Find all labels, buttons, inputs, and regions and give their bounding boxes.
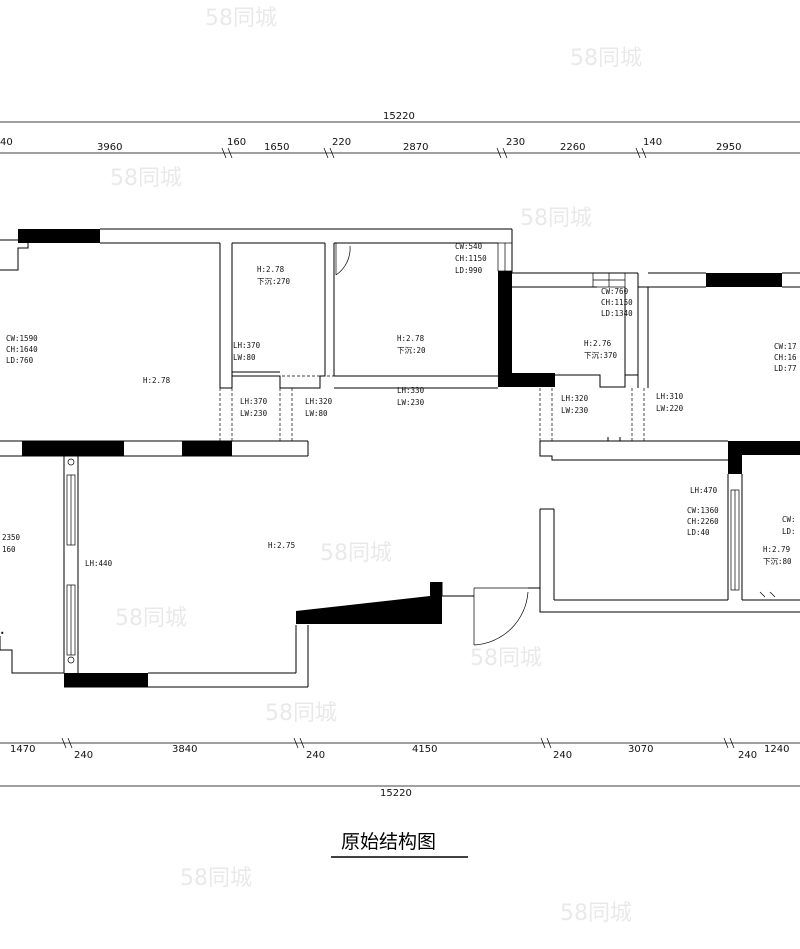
bath2-sink-label: 下沉:370 bbox=[584, 351, 618, 360]
bottom-dim-segment: 1470 bbox=[10, 744, 35, 755]
living-height-label: H:2.78 bbox=[143, 376, 171, 385]
marker-dot: • bbox=[0, 629, 5, 638]
watermark: 58同城 bbox=[520, 206, 592, 231]
top-dim-segment: 2260 bbox=[560, 142, 585, 153]
top-dim-segment: 2870 bbox=[403, 142, 428, 153]
bath1-lw-label: LW:80 bbox=[233, 353, 256, 362]
bottom-dim-segment: 240 bbox=[738, 750, 757, 761]
bedroom-cw-label: CW:17 bbox=[774, 342, 797, 351]
watermark: 58同城 bbox=[115, 606, 187, 631]
left-room-cw-label: 2350 bbox=[2, 533, 21, 542]
window-lh-label: LH:440 bbox=[85, 559, 113, 568]
top-overall-dimension: 15220 bbox=[383, 111, 415, 122]
watermark: 58同城 bbox=[570, 46, 642, 71]
top-dim-segment: 2950 bbox=[716, 142, 741, 153]
kitchen-cw-label: CW:540 bbox=[455, 242, 483, 251]
opening-lh-label: LH:320 bbox=[561, 394, 589, 403]
opening-lh-label: LH:370 bbox=[240, 397, 268, 406]
main-height-label: H:2.75 bbox=[268, 541, 295, 550]
drawing-title: 原始结构图 bbox=[341, 831, 436, 853]
living-cw-label: CW:1590 bbox=[6, 334, 38, 343]
opening-lh-label: LH:330 bbox=[397, 386, 425, 395]
watermark: 58同城 bbox=[205, 6, 277, 31]
opening-lw-label: LW:230 bbox=[397, 398, 425, 407]
top-dimensions: 15220 40 3960 160 1650 220 2870 230 2260… bbox=[0, 111, 800, 159]
top-dim-segment: 1650 bbox=[264, 142, 289, 153]
opening-lw-label: LW:220 bbox=[656, 404, 684, 413]
walls bbox=[0, 228, 800, 688]
sb-lh-label: LH:470 bbox=[690, 486, 718, 495]
watermark: 58同城 bbox=[265, 701, 337, 726]
bath1-sink-label: 下沉:270 bbox=[257, 277, 291, 286]
top-dim-segment: 140 bbox=[643, 137, 662, 148]
living-ch-label: CH:1640 bbox=[6, 345, 38, 354]
bath2-ch-label: CH:1150 bbox=[601, 298, 633, 307]
sb-ld-label: LD:40 bbox=[687, 528, 710, 537]
left-room-ch-label: 160 bbox=[2, 545, 16, 554]
bath2-ld-label: LD:1340 bbox=[601, 309, 633, 318]
sb-cw-label: CW:1360 bbox=[687, 506, 719, 515]
bedroom-ch-label: CH:16 bbox=[774, 353, 797, 362]
opening-lw-label: LW:80 bbox=[305, 409, 328, 418]
watermark: 58同城 bbox=[560, 901, 632, 926]
bath1-height-label: H:2.78 bbox=[257, 265, 285, 274]
bottom-dimensions: 1470 240 3840 240 4150 240 3070 240 1240… bbox=[0, 737, 800, 799]
watermark: 58同城 bbox=[470, 646, 542, 671]
top-dim-segment: 230 bbox=[506, 137, 525, 148]
kitchen-ch-label: CH:1150 bbox=[455, 254, 487, 263]
bottom-overall-dimension: 15220 bbox=[380, 788, 412, 799]
bottom-dim-segment: 3840 bbox=[172, 744, 197, 755]
top-dim-segment: 40 bbox=[0, 137, 13, 148]
opening-lh-label: LH:310 bbox=[656, 392, 684, 401]
watermark-layer: 58同城 58同城 58同城 58同城 58同城 58同城 58同城 58同城 … bbox=[110, 6, 642, 926]
kitchen-ld-label: LD:990 bbox=[455, 266, 483, 275]
rb-sink-label: 下沉:80 bbox=[763, 557, 792, 566]
watermark: 58同城 bbox=[110, 166, 182, 191]
top-dim-segment: 3960 bbox=[97, 142, 122, 153]
rb-cw-label: CW: bbox=[782, 515, 796, 524]
bottom-dim-segment: 240 bbox=[74, 750, 93, 761]
bath2-cw-label: CW:760 bbox=[601, 287, 629, 296]
rb-height-label: H:2.79 bbox=[763, 545, 790, 554]
watermark: 58同城 bbox=[320, 541, 392, 566]
kitchen-sink-label: 下沉:20 bbox=[397, 346, 426, 355]
bath2-height-label: H:2.76 bbox=[584, 339, 612, 348]
kitchen-height-label: H:2.78 bbox=[397, 334, 425, 343]
bottom-dim-segment: 240 bbox=[306, 750, 325, 761]
opening-lh-label: LH:320 bbox=[305, 397, 333, 406]
opening-lw-label: LW:230 bbox=[561, 406, 589, 415]
bath1-lh-label: LH:370 bbox=[233, 341, 261, 350]
top-dim-segment: 160 bbox=[227, 137, 246, 148]
living-ld-label: LD:760 bbox=[6, 356, 34, 365]
room-labels: CW:1590 CH:1640 LD:760 H:2.78 H:2.78 下沉:… bbox=[0, 242, 797, 638]
sb-ch-label: CH:2260 bbox=[687, 517, 719, 526]
bottom-dim-segment: 240 bbox=[553, 750, 572, 761]
bottom-dim-segment: 1240 bbox=[764, 744, 789, 755]
bedroom-ld-label: LD:77 bbox=[774, 364, 797, 373]
watermark: 58同城 bbox=[180, 866, 252, 891]
opening-lw-label: LW:230 bbox=[240, 409, 268, 418]
bottom-dim-segment: 3070 bbox=[628, 744, 653, 755]
top-dim-segment: 220 bbox=[332, 137, 351, 148]
bottom-dim-segment: 4150 bbox=[412, 744, 437, 755]
rb-ld-label: LD: bbox=[782, 527, 796, 536]
